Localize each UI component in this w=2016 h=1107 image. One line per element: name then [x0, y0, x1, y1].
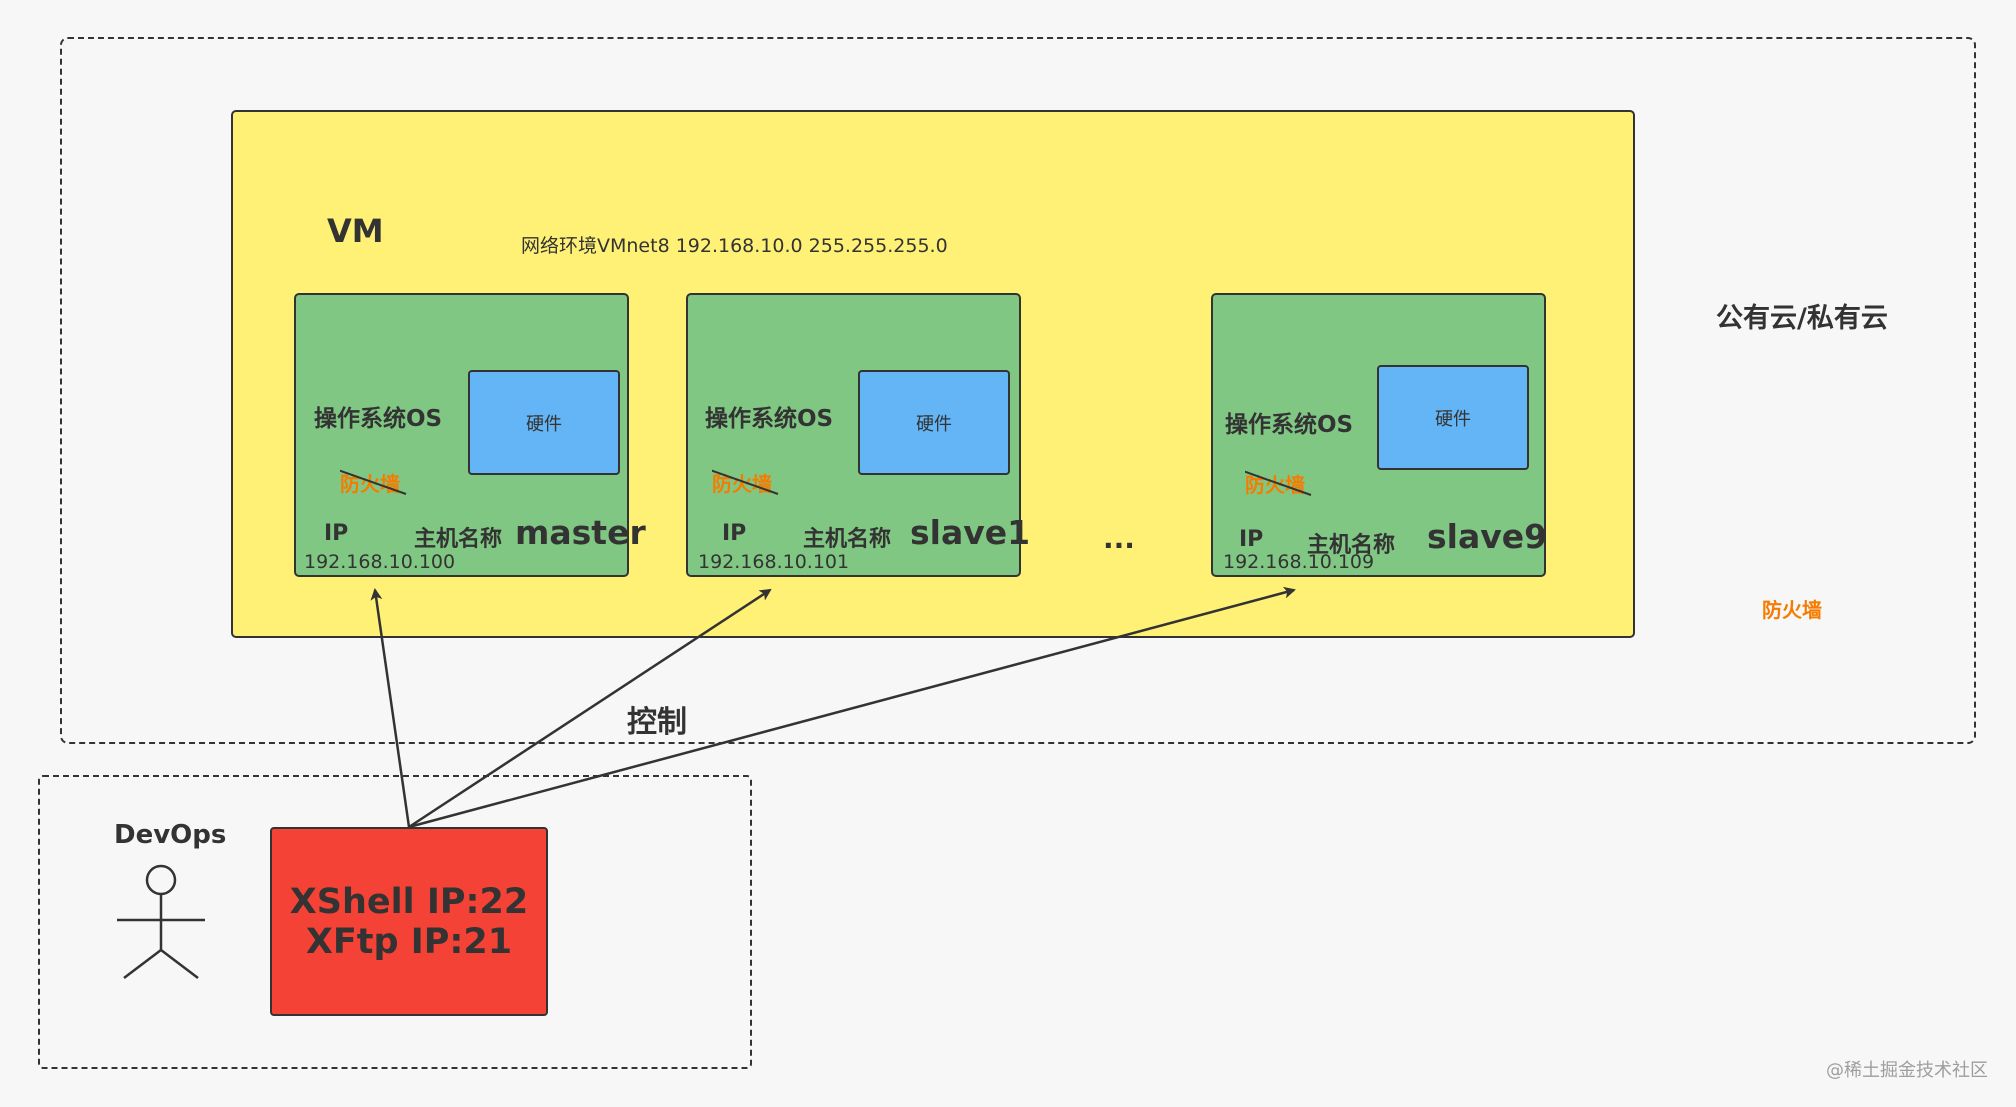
ellipsis: ...: [1103, 522, 1135, 555]
watermark: @稀土掘金技术社区: [1826, 1060, 1988, 1081]
ip-label: IP: [722, 521, 747, 546]
arrow-to-master: [370, 588, 411, 828]
network-info: 网络环境VMnet8 192.168.10.0 255.255.255.0: [521, 235, 948, 257]
firewall-label: 防火墙: [1245, 473, 1305, 497]
node-master: 操作系统OS 硬件 防火墙 IP 主机名称 master 192.168.10.…: [294, 293, 646, 577]
node-firewall: 防火墙: [712, 468, 779, 497]
firewall-label: 防火墙: [712, 472, 772, 496]
node-slave9: 操作系统OS 硬件 防火墙 IP 主机名称 slave9 192.168.10.…: [1211, 293, 1548, 577]
os-label: 操作系统OS: [705, 406, 834, 432]
os-label: 操作系统OS: [314, 406, 443, 432]
hardware-box: 硬件: [468, 370, 620, 475]
hardware-label: 硬件: [526, 413, 562, 435]
xftp-label: XFtp IP:21: [305, 921, 513, 962]
ip-label: IP: [324, 521, 349, 546]
control-label: 控制: [627, 705, 687, 740]
hostname-value: slave9: [1427, 517, 1548, 556]
hardware-label: 硬件: [916, 413, 952, 435]
node-slave1: 操作系统OS 硬件 防火墙 IP 主机名称 slave1 192.168.10.…: [686, 293, 1030, 577]
person-icon: [117, 864, 205, 979]
arrow-to-slave9: [408, 586, 1296, 829]
hardware-box: 硬件: [1377, 365, 1529, 470]
devops-zone: [38, 775, 752, 1069]
ip-value: 192.168.10.109: [1223, 551, 1375, 573]
node-firewall: 防火墙: [1245, 469, 1312, 498]
hostname-label: 主机名称: [1307, 533, 1396, 558]
hostname-value: master: [515, 513, 646, 552]
vm-title: VM: [327, 212, 384, 250]
cloud-label: 公有云/私有云: [1716, 303, 1888, 334]
node-firewall: 防火墙: [340, 468, 407, 497]
xshell-label: XShell IP:22: [289, 881, 529, 922]
cloud-zone: [60, 37, 1976, 744]
strikethrough-line: [1245, 470, 1312, 496]
ip-value: 192.168.10.101: [698, 551, 850, 573]
ip-value: 192.168.10.100: [304, 551, 456, 573]
arrow-to-slave1: [408, 588, 772, 829]
devops-label: DevOps: [114, 820, 227, 850]
firewall-label: 防火墙: [340, 472, 400, 496]
hostname-value: slave1: [910, 513, 1031, 552]
os-label: 操作系统OS: [1225, 412, 1354, 438]
hostname-label: 主机名称: [803, 527, 892, 552]
strikethrough-line: [712, 469, 779, 495]
strikethrough-line: [340, 469, 407, 495]
hardware-box: 硬件: [858, 370, 1010, 475]
ip-label: IP: [1239, 527, 1264, 552]
hardware-label: 硬件: [1435, 408, 1471, 430]
cloud-firewall-label: 防火墙: [1762, 598, 1822, 622]
xshell-xftp-client: XShell IP:22 XFtp IP:21: [270, 827, 548, 1016]
hostname-label: 主机名称: [414, 527, 503, 552]
